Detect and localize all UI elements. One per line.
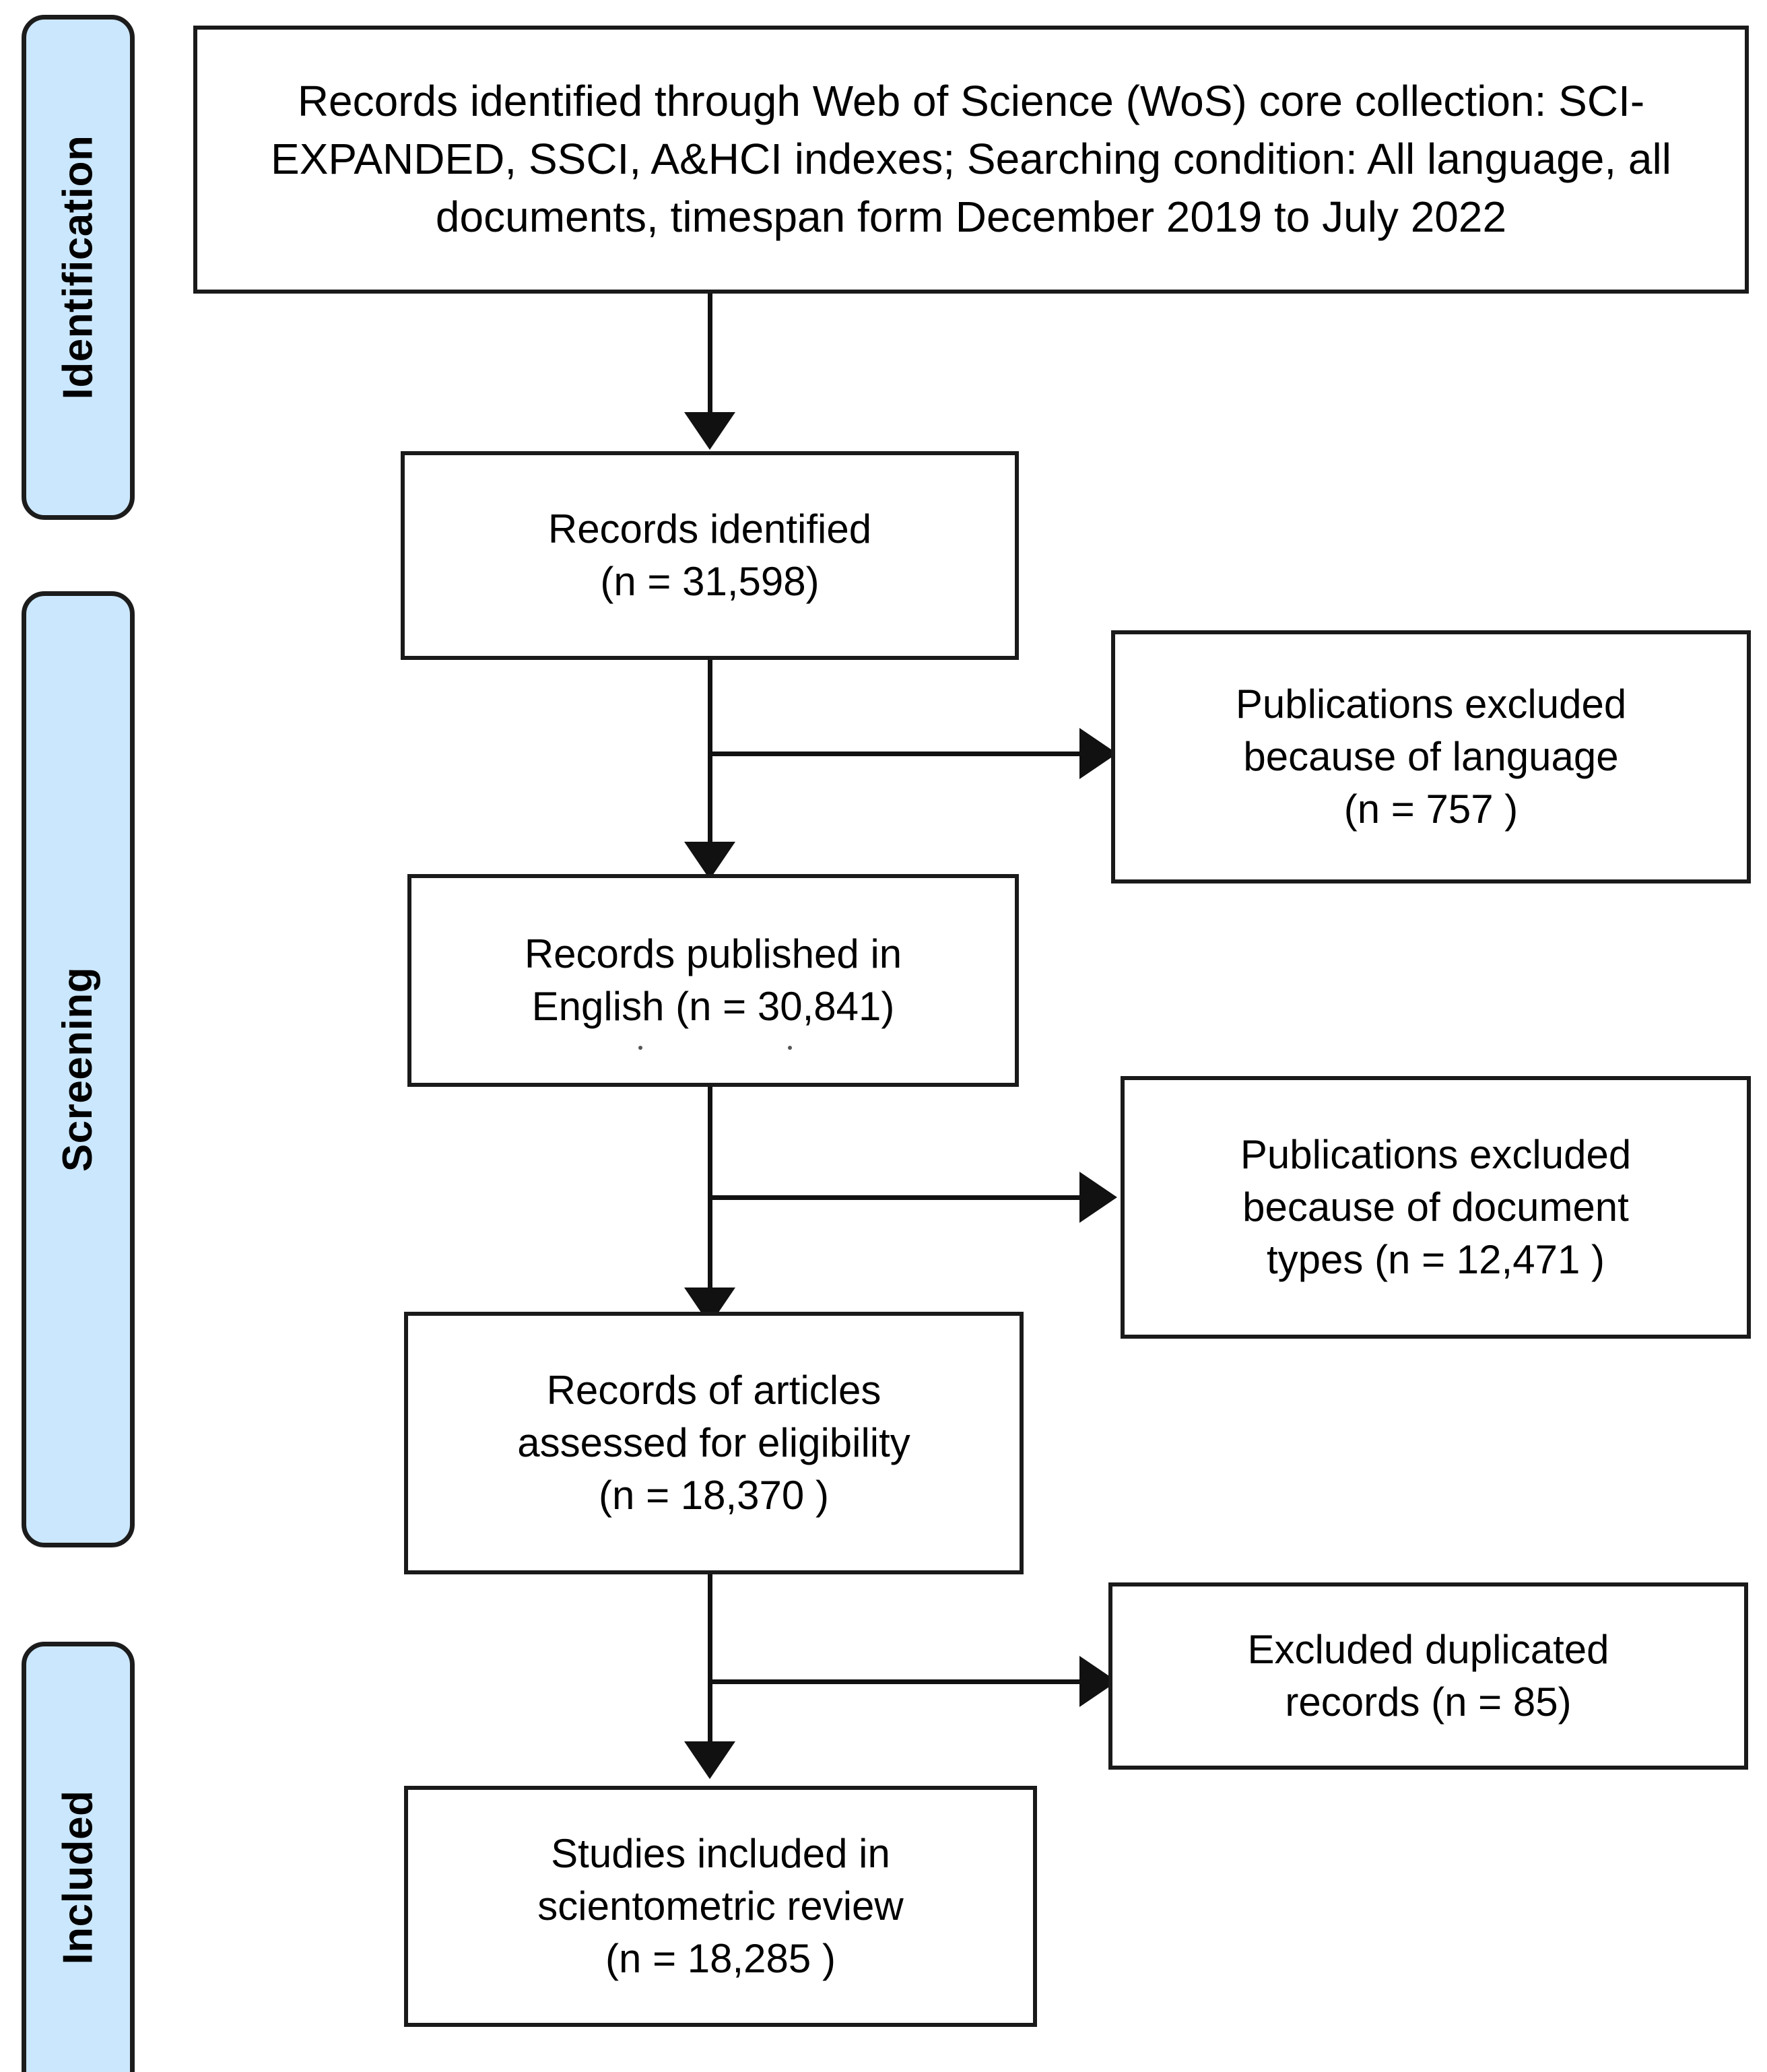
- box-excluded-duplicates-text: Excluded duplicated records (n = 85): [1247, 1627, 1609, 1725]
- stage-included: Included: [22, 1642, 135, 2072]
- connector-eligibility-to-included: [708, 1574, 712, 1755]
- box-records-identified-source: Records identified through Web of Scienc…: [193, 26, 1749, 294]
- connector-identified-to-english: [708, 660, 712, 855]
- box-excluded-language: Publications excluded because of languag…: [1111, 630, 1751, 883]
- box-records-english-text: Records published in English (n = 30,841…: [524, 931, 902, 1029]
- arrowhead-branch-language: [1079, 728, 1117, 779]
- stage-included-label: Included: [55, 1790, 101, 1965]
- box-excluded-duplicates: Excluded duplicated records (n = 85): [1108, 1582, 1748, 1770]
- box-excluded-language-text: Publications excluded because of languag…: [1235, 681, 1627, 832]
- box-source-text: Records identified through Web of Scienc…: [271, 77, 1671, 241]
- arrowhead-identified-to-english: [684, 842, 735, 879]
- box-studies-included: Studies included in scientometric review…: [404, 1786, 1037, 2027]
- connector-branch-duplicates: [708, 1679, 1085, 1684]
- connector-source-to-identified: [708, 294, 712, 416]
- box-records-eligibility-text: Records of articles assessed for eligibi…: [517, 1368, 910, 1518]
- connector-branch-doctypes: [708, 1195, 1085, 1200]
- box-records-identified: Records identified (n = 31,598): [401, 451, 1019, 660]
- connector-english-to-eligibility: [708, 1087, 712, 1301]
- box-excluded-document-types-text: Publications excluded because of documen…: [1240, 1132, 1632, 1282]
- connector-branch-language: [708, 751, 1085, 756]
- stage-identification-label: Identification: [55, 135, 101, 400]
- box-studies-included-text: Studies included in scientometric review…: [537, 1831, 904, 1981]
- arrowhead-eligibility-to-included: [684, 1741, 735, 1779]
- box-records-eligibility: Records of articles assessed for eligibi…: [404, 1312, 1024, 1574]
- stage-screening: Screening: [22, 591, 135, 1547]
- render-artifact-dot-left: [638, 1046, 642, 1050]
- render-artifact-dot-right: [788, 1046, 792, 1050]
- arrowhead-branch-doctypes: [1079, 1172, 1117, 1223]
- box-records-english: Records published in English (n = 30,841…: [407, 874, 1019, 1087]
- box-records-identified-text: Records identified (n = 31,598): [547, 506, 872, 604]
- box-excluded-document-types: Publications excluded because of documen…: [1121, 1076, 1751, 1339]
- arrowhead-source-to-identified: [684, 412, 735, 450]
- stage-screening-label: Screening: [55, 966, 101, 1172]
- stage-identification: Identification: [22, 15, 135, 520]
